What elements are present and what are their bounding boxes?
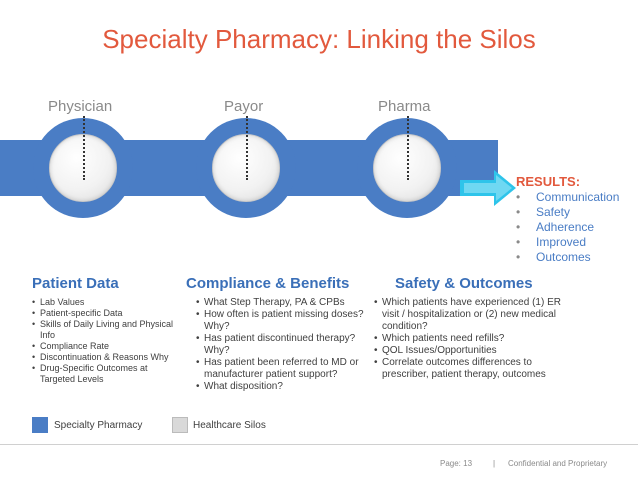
- results-list: Communication Safety Adherence Improved …: [516, 190, 619, 265]
- list-item: Patient-specific Data: [32, 308, 182, 319]
- page-title: Specialty Pharmacy: Linking the Silos: [102, 24, 536, 54]
- list-item: Discontinuation & Reasons Why: [32, 352, 182, 363]
- payor-connector: [246, 116, 248, 180]
- result-item: Safety: [516, 205, 619, 220]
- list-item: How often is patient missing doses? Why?: [196, 309, 366, 333]
- confidential-label: Confidential and Proprietary: [508, 459, 608, 468]
- patient-data-list: Lab Values Patient-specific Data Skills …: [32, 297, 182, 385]
- physician-silo: [49, 134, 117, 202]
- pharma-connector: [407, 116, 409, 180]
- column-header-payor: Payor: [224, 98, 264, 115]
- footer-divider: [0, 444, 638, 445]
- list-item: What Step Therapy, PA & CPBs: [196, 297, 366, 309]
- column-header-physician: Physician: [48, 98, 113, 115]
- result-item: Communication: [516, 190, 619, 205]
- list-item: Correlate outcomes differences to prescr…: [374, 357, 566, 381]
- compliance-benefits-list: What Step Therapy, PA & CPBs How often i…: [196, 297, 366, 393]
- safety-outcomes-list: Which patients have experienced (1) ER v…: [374, 297, 566, 381]
- physician-connector: [83, 116, 85, 180]
- safety-outcomes-title: Safety & Outcomes: [395, 275, 533, 292]
- list-item: QOL Issues/Opportunities: [374, 345, 566, 357]
- results-title: RESULTS:: [516, 174, 581, 189]
- footer-separator: |: [493, 459, 496, 468]
- column-header-pharma: Pharma: [378, 98, 431, 115]
- legend-label-silos: Healthcare Silos: [193, 420, 266, 431]
- page-number: Page: 13: [440, 459, 473, 468]
- results-arrow-icon: [460, 170, 516, 206]
- list-item: Compliance Rate: [32, 341, 182, 352]
- list-item: What disposition?: [196, 381, 366, 393]
- list-item: Drug-Specific Outcomes at Targeted Level…: [32, 363, 182, 385]
- legend-swatch-specialty: [32, 417, 48, 433]
- list-item: Has patient been referred to MD or manuf…: [196, 357, 366, 381]
- legend-swatch-silos: [172, 417, 188, 433]
- list-item: Has patient discontinued therapy? Why?: [196, 333, 366, 357]
- list-item: Which patients need refills?: [374, 333, 566, 345]
- list-item: Lab Values: [32, 297, 182, 308]
- compliance-benefits-title: Compliance & Benefits: [186, 275, 350, 292]
- list-item: Which patients have experienced (1) ER v…: [374, 297, 566, 333]
- legend-label-specialty: Specialty Pharmacy: [54, 420, 143, 431]
- result-item: Adherence: [516, 220, 619, 235]
- result-item-continued: Outcomes: [516, 250, 619, 265]
- patient-data-title: Patient Data: [32, 275, 119, 292]
- list-item: Skills of Daily Living and Physical Info: [32, 319, 182, 341]
- result-item: Improved: [516, 235, 619, 250]
